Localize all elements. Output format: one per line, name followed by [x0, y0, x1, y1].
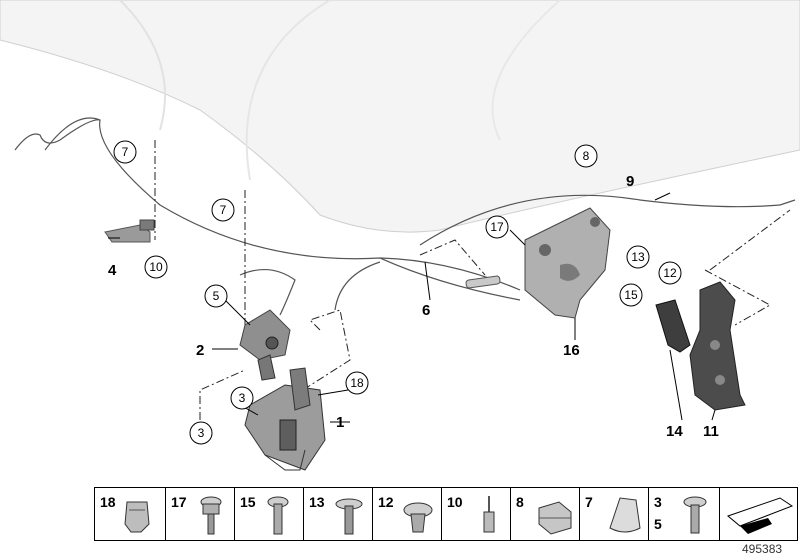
- fastener-cell-10: 10: [441, 487, 511, 541]
- fastener-label-secondary: 5: [654, 516, 662, 532]
- diagram-number: 495383: [742, 542, 783, 556]
- dash-leaders: [154, 140, 791, 420]
- striker-bracket-part: [524, 207, 611, 319]
- fastener-label: 10: [447, 494, 463, 510]
- callout-14: 14: [666, 423, 683, 440]
- release-cable: [14, 117, 796, 316]
- washer-screw-icon: [335, 498, 363, 535]
- handle-bracket-part: [104, 219, 155, 243]
- circled-callout-3a: 3: [230, 386, 254, 410]
- svg-text:8: 8: [583, 149, 590, 163]
- fastener-cell-3-5: 3 5: [648, 487, 720, 541]
- circled-callout-10: 10: [144, 255, 168, 279]
- hood-panel: [0, 0, 800, 233]
- fastener-cell-7: 7: [579, 487, 649, 541]
- fastener-cell-18: 18: [94, 487, 166, 541]
- circled-callout-7b: 7: [211, 198, 235, 222]
- svg-text:17: 17: [490, 220, 504, 234]
- callout-11: 11: [703, 423, 719, 440]
- svg-text:12: 12: [663, 266, 677, 280]
- torx-screw-icon: [267, 496, 289, 535]
- fastener-label: 12: [378, 494, 394, 510]
- release-lever-part: [689, 281, 746, 411]
- svg-text:7: 7: [122, 145, 129, 159]
- circled-callout-7a: 7: [113, 140, 137, 164]
- callout-1: 1: [336, 414, 344, 431]
- flange-screw-icon: [200, 496, 222, 535]
- svg-text:18: 18: [350, 376, 364, 390]
- fastener-label: 13: [309, 494, 325, 510]
- circled-callout-18: 18: [345, 371, 369, 395]
- svg-text:15: 15: [624, 288, 638, 302]
- callout-4: 4: [108, 262, 117, 279]
- circled-callout-8: 8: [574, 144, 598, 168]
- spring-nut-icon: [538, 501, 572, 535]
- fastener-cell-17: 17: [165, 487, 235, 541]
- circled-callout-12: 12: [658, 261, 682, 285]
- hood-latch-part: [239, 309, 291, 381]
- svg-text:3: 3: [198, 426, 205, 440]
- fastener-label: 18: [100, 494, 116, 510]
- fastener-label: 17: [171, 494, 187, 510]
- callout-16: 16: [563, 342, 580, 359]
- svg-text:3: 3: [239, 391, 246, 405]
- circled-callout-13: 13: [626, 245, 650, 269]
- svg-text:13: 13: [631, 250, 645, 264]
- callout-2: 2: [196, 342, 204, 359]
- hex-screw-icon: [683, 496, 707, 534]
- fastener-label: 3: [654, 494, 662, 510]
- expanding-nut-icon: [403, 502, 433, 533]
- circled-callout-15: 15: [619, 283, 643, 307]
- hood-lock-part: [244, 367, 326, 471]
- hood-arrow-icon: [726, 497, 794, 534]
- fastener-label: 7: [585, 494, 593, 510]
- screw-part-17: [465, 275, 501, 289]
- callout-6: 6: [422, 302, 430, 319]
- cable-clip-icon: [609, 497, 641, 533]
- svg-text:10: 10: [149, 260, 163, 274]
- svg-text:5: 5: [213, 289, 220, 303]
- svg-text:7: 7: [220, 203, 227, 217]
- clip-nut-icon: [124, 501, 150, 533]
- leader-lines: [108, 192, 716, 423]
- circled-callout-17: 17: [485, 215, 509, 239]
- fastener-cell-hood: [719, 487, 798, 541]
- blind-rivet-icon: [483, 496, 495, 533]
- handle-grip-part: [655, 299, 691, 353]
- fastener-label: 8: [516, 494, 524, 510]
- callout-9: 9: [626, 173, 634, 190]
- fastener-cell-13: 13: [303, 487, 373, 541]
- fastener-label: 15: [240, 494, 256, 510]
- fastener-cell-8: 8: [510, 487, 580, 541]
- fastener-cell-15: 15: [234, 487, 304, 541]
- circled-callout-5: 5: [204, 284, 228, 308]
- fastener-strip: 18 17 15 13 12 10: [94, 487, 798, 541]
- circled-callout-3b: 3: [189, 421, 213, 445]
- fastener-cell-12: 12: [372, 487, 442, 541]
